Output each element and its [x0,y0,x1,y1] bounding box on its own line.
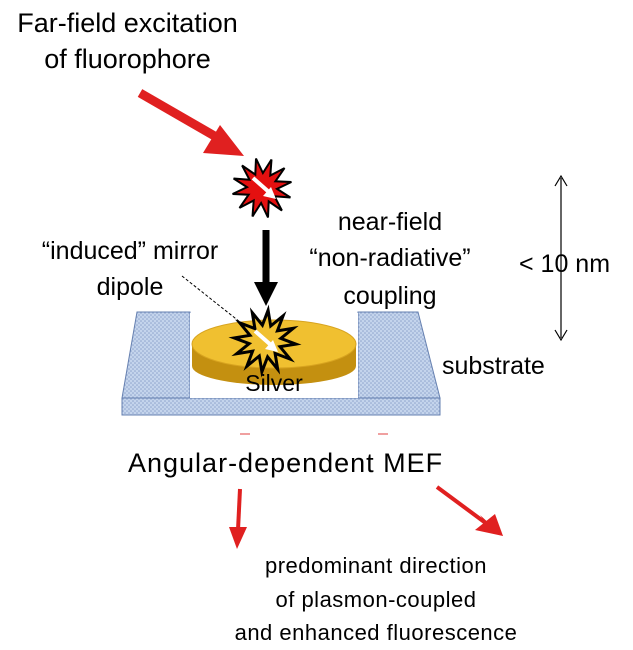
substrate-label: substrate [442,352,545,380]
emission-arrow-right [435,485,503,536]
mirror-dipole-label-line2: dipole [96,273,164,301]
mirror-dipole-label-line1: “induced” mirror [41,237,219,265]
emission-arrow-left [229,488,247,549]
excitation-label-line1: Far-field excitation [17,8,238,38]
excitation-arrow [137,89,244,156]
nearfield-label-line2: “non-radiative” [309,244,471,272]
mef-label: Angular-dependent MEF [128,448,444,478]
silver-label: Silver [245,370,303,396]
emission-label-line1: predominant direction [264,553,488,578]
excitation-label-line2: of fluorophore [44,44,211,74]
coupling-arrow [254,230,278,306]
distance-label: < 10 nm [519,250,611,278]
starburst-black-icon [228,304,302,378]
emission-label-line2: of plasmon-coupled [275,587,477,612]
mirror-dipole-leader [181,275,246,327]
substrate-slab [121,311,441,416]
nearfield-label-line3: coupling [343,282,437,310]
starburst-red-icon [232,158,292,218]
distance-arrow [554,174,568,342]
nearfield-label-line1: near-field [337,208,443,236]
emission-label-line3: and enhanced fluorescence [234,620,518,645]
